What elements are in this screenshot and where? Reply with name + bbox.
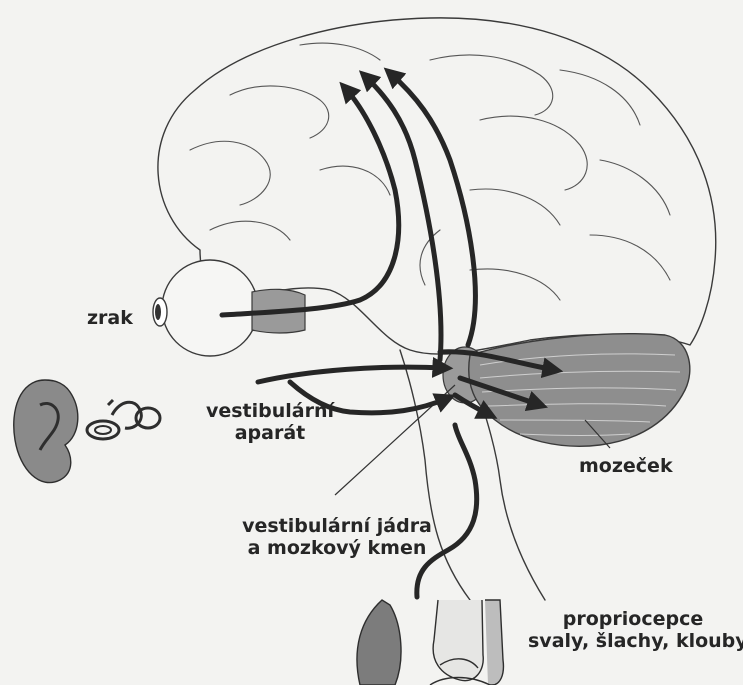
vestibular-label-line2: aparát (190, 422, 350, 444)
proprioception-label: propriocepce svaly, šlachy, klouby (528, 608, 738, 652)
muscle-icon (357, 600, 401, 685)
eye-icon (153, 260, 305, 356)
nuclei-label-line1: vestibulární jádra (222, 515, 452, 537)
cerebellum-label: mozeček (579, 455, 673, 477)
vestibular-nuclei-label: vestibulární jádra a mozkový kmen (222, 515, 452, 559)
nuclei-label-line2: a mozkový kmen (222, 537, 452, 559)
vestibular-label-line1: vestibulární (190, 400, 350, 422)
knee-joint-icon (430, 600, 503, 685)
vestibular-apparatus-label: vestibulární aparát (190, 400, 350, 444)
proprio-label-line1: propriocepce (528, 608, 738, 630)
ear-icon (14, 380, 78, 483)
inner-ear-icon (87, 400, 160, 439)
vision-label: zrak (87, 307, 133, 329)
proprio-label-line2: svaly, šlachy, klouby (528, 630, 738, 652)
